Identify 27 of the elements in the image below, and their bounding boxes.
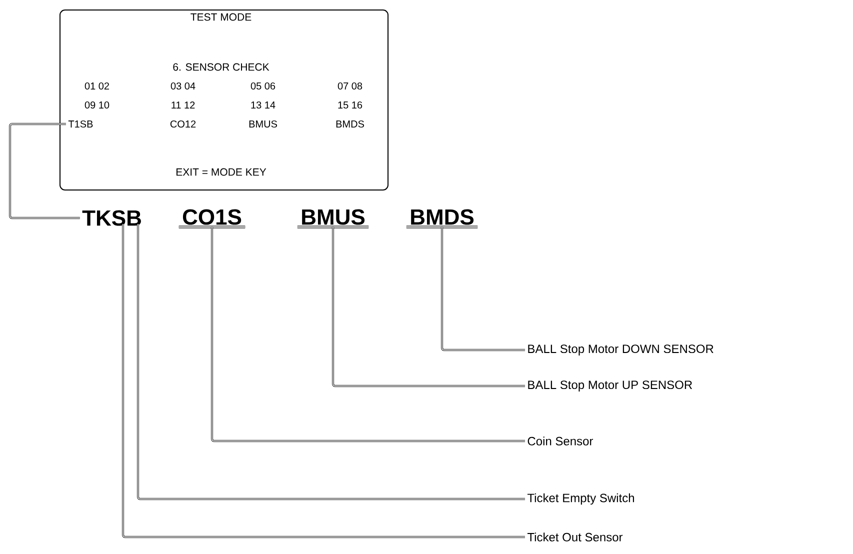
sensor-code: BMUS bbox=[302, 209, 365, 225]
screen-text: 05 06 bbox=[250, 82, 276, 90]
screen-text: 01 02 bbox=[84, 82, 109, 90]
leader-line bbox=[211, 226, 526, 442]
sensor-code: BMDS bbox=[411, 209, 474, 225]
leader-line bbox=[9, 123, 80, 219]
screen-text: 13 14 bbox=[251, 101, 276, 109]
sensor-description: BALL Stop Motor UP SENSOR bbox=[528, 380, 692, 392]
screen-text: T1SB bbox=[68, 120, 93, 128]
sensor-code: CO1S bbox=[182, 209, 242, 225]
screen-text: 07 08 bbox=[338, 82, 362, 90]
leader-line bbox=[441, 226, 526, 351]
screen-text: BMDS bbox=[336, 120, 364, 128]
screen-text: 15 16 bbox=[338, 101, 362, 109]
sensor-description: BALL Stop Motor DOWN SENSOR bbox=[528, 344, 714, 356]
sensor-description: Ticket Out Sensor bbox=[527, 532, 623, 542]
screen-text: 11 12 bbox=[172, 102, 195, 108]
sensor-code: TKSB bbox=[82, 210, 141, 226]
leader-line bbox=[332, 226, 526, 387]
screen-text: CO12 bbox=[170, 120, 196, 128]
sensor-description: Coin Sensor bbox=[528, 436, 594, 446]
screen-text: 03 04 bbox=[170, 82, 196, 90]
screen-text: 09 10 bbox=[84, 101, 110, 109]
leader-line bbox=[122, 224, 526, 538]
sensor-description: Ticket Empty Switch bbox=[527, 493, 634, 505]
screen-text: BMUS bbox=[249, 120, 277, 128]
leader-line bbox=[137, 224, 526, 500]
